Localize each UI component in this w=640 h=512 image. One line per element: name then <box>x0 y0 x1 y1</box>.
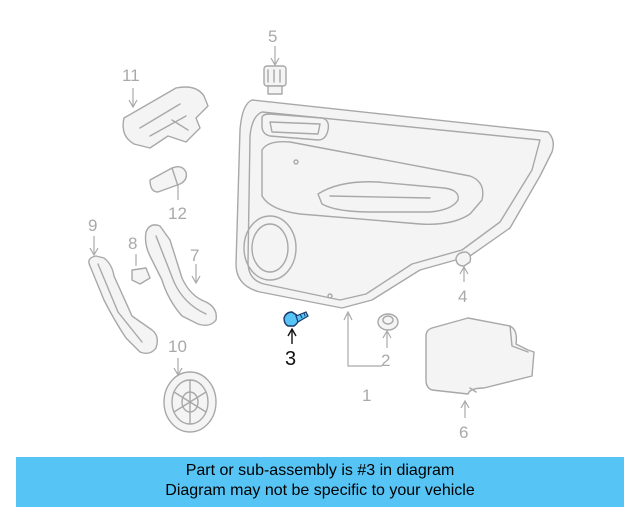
banner-line-1: Part or sub-assembly is #3 in diagram <box>185 462 455 479</box>
callout-12[interactable]: 12 <box>168 204 187 223</box>
banner-line-2: Diagram may not be specific to your vehi… <box>165 482 475 499</box>
parts-diagram: 11 12 5 1 9 8 <box>88 27 555 442</box>
part-2-grommet[interactable] <box>377 313 399 331</box>
info-banner: Part or sub-assembly is #3 in diagram Di… <box>16 457 624 507</box>
part-10-speaker[interactable] <box>163 371 217 433</box>
callout-3[interactable]: 3 <box>285 348 296 370</box>
part-12-bulb[interactable] <box>149 165 188 193</box>
callout-7[interactable]: 7 <box>190 246 199 265</box>
part-11-handle-bracket[interactable] <box>122 86 209 149</box>
callout-6[interactable]: 6 <box>459 423 468 442</box>
callout-1[interactable]: 1 <box>362 386 371 405</box>
part-5-clip[interactable] <box>263 65 287 95</box>
callout-8[interactable]: 8 <box>128 234 137 253</box>
part-1-door-panel[interactable] <box>235 99 555 309</box>
callout-10[interactable]: 10 <box>168 337 187 356</box>
callout-2[interactable]: 2 <box>381 351 390 370</box>
leader-1 <box>347 314 382 367</box>
part-9-grip[interactable] <box>88 255 159 355</box>
callout-5[interactable]: 5 <box>268 27 277 46</box>
part-8-clip[interactable] <box>131 267 151 285</box>
part-7-pull-handle[interactable] <box>144 224 217 327</box>
part-3-screw[interactable] <box>283 311 309 327</box>
part-4-pin[interactable] <box>455 251 472 267</box>
callout-4[interactable]: 4 <box>458 287 467 306</box>
part-6-insulator[interactable] <box>425 317 535 395</box>
callout-11[interactable]: 11 <box>122 66 140 85</box>
callout-9[interactable]: 9 <box>88 216 97 235</box>
